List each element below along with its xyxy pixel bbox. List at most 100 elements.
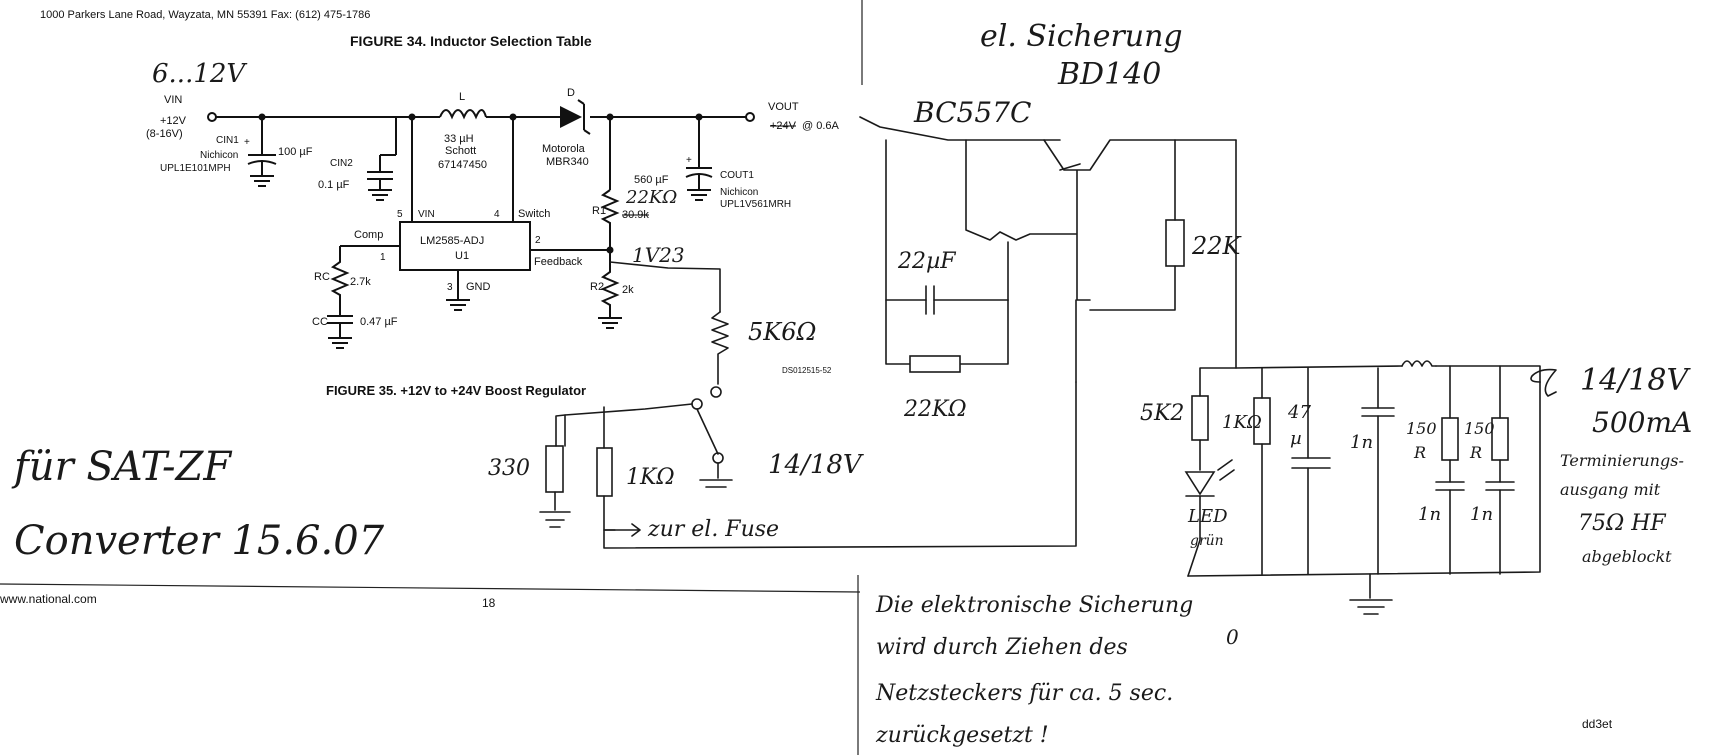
hand-r-added: 5K6Ω	[748, 318, 816, 346]
inductor-l	[439, 109, 487, 120]
vout-label: VOUT	[768, 101, 799, 113]
hand-r22k-bottom-label: 22KΩ	[903, 397, 967, 422]
hand-r22k-bottom	[909, 355, 961, 373]
hand-switch-contact	[691, 398, 703, 410]
hand-fuse-arrow	[603, 523, 641, 537]
r2-value: 2k	[622, 284, 634, 296]
hand-fuse-title: el. Sicherung	[980, 19, 1183, 54]
cout-value: 560 µF	[634, 174, 669, 186]
cc-name: CC	[312, 316, 328, 328]
hand-bd140-base	[1059, 163, 1081, 171]
hand-bd140: BD140	[1057, 57, 1161, 92]
diode-d	[560, 106, 582, 128]
ground-symbol	[699, 479, 733, 488]
hand-r5k6-resistor	[711, 311, 729, 385]
hand-r5k2	[1191, 395, 1209, 441]
ic-lm2585	[399, 221, 531, 271]
r2-resistor	[600, 250, 620, 318]
pin-gnd-num: 3	[447, 282, 453, 293]
hand-note-line2: Converter 15.6.07	[14, 518, 385, 564]
hand-r150-b-label: 150	[1464, 419, 1495, 438]
hand-330-top-wire	[555, 414, 566, 447]
hand-bottom-mark: 0	[1226, 625, 1239, 649]
hand-r1-new: 22KΩ	[625, 187, 677, 208]
pin-gnd: GND	[466, 281, 491, 293]
page-bottom-rule	[0, 583, 861, 593]
hand-r330	[545, 445, 564, 493]
hand-r1k	[596, 447, 613, 497]
pin-comp: Comp	[354, 229, 383, 241]
ground-symbol	[598, 317, 622, 329]
rc-resistor	[330, 246, 350, 316]
hand-led-text-b: grün	[1190, 533, 1224, 549]
signature: dd3et	[1582, 717, 1613, 731]
hand-cap1n-c: 1n	[1470, 504, 1493, 525]
ground-symbol	[328, 337, 352, 349]
hand-out-inductor	[1401, 360, 1437, 367]
vin-terminal	[207, 112, 217, 122]
hand-led-text-a: LED	[1187, 506, 1228, 527]
hand-r22k-right-lead	[1089, 265, 1176, 311]
hand-led-ground	[1187, 495, 1201, 577]
pin-comp-num: 1	[380, 252, 386, 263]
pin-feedback: Feedback	[534, 256, 583, 268]
hand-out-desc2: ausgang mit	[1560, 480, 1661, 499]
cin1-name: CIN1	[216, 135, 239, 146]
hand-switch-arm	[696, 408, 719, 455]
hand-fuse-input-rail	[859, 116, 1061, 141]
inductor-value: 33 µH	[444, 133, 474, 145]
pin-vin: VIN	[418, 209, 435, 220]
cout-name: COUT1	[720, 170, 754, 181]
hand-out-voltage: 14/18V	[1580, 363, 1691, 398]
vout-terminal	[745, 112, 755, 122]
rc-name: RC	[314, 271, 330, 283]
hand-cap1n-a: 1n	[1350, 432, 1373, 453]
hand-note-line1: für SAT-ZF	[11, 444, 232, 490]
hand-switch-contact	[710, 386, 722, 398]
hand-switch-left-wire	[564, 403, 693, 447]
cin1-value: 100 µF	[278, 146, 313, 158]
diode-part: MBR340	[546, 156, 589, 168]
pin-switch-num: 4	[494, 209, 500, 220]
cin2-name: CIN2	[330, 158, 353, 169]
hand-cap-22u: 22µF	[897, 249, 956, 274]
hand-r-sym-a: R	[1413, 443, 1426, 462]
hand-out-top-rail	[1235, 139, 1541, 383]
hand-r1k-b-label: 1KΩ	[1222, 412, 1262, 433]
hand-r22k-top: 22K	[1191, 232, 1243, 260]
hand-bc557-transistor	[965, 139, 1077, 241]
pin-feedback-num: 2	[535, 235, 541, 246]
vin-range: (8-16V)	[146, 128, 183, 140]
ground-symbol	[687, 189, 711, 201]
cin1-part: UPL1E101MPH	[160, 163, 231, 174]
hand-r1k-label: 1KΩ	[626, 465, 675, 490]
cout-plate-curved	[685, 173, 713, 178]
diode-brand: Motorola	[542, 143, 586, 155]
rc-value: 2.7k	[350, 276, 371, 288]
hand-cap47-a: 47	[1287, 402, 1311, 423]
hand-r150-a-label: 150	[1406, 419, 1437, 438]
cin1-plus: +	[244, 137, 250, 148]
vin-label: VIN	[164, 94, 182, 106]
hand-left-rail	[885, 139, 1009, 365]
inductor-brand: Schott	[445, 145, 476, 157]
cin1-plate-curved	[247, 160, 277, 165]
pin-vin-num: 5	[397, 209, 403, 220]
ground-symbol	[368, 189, 392, 201]
r1-resistor	[600, 189, 620, 250]
ground-symbol	[446, 299, 470, 311]
hand-cap47-b: µ	[1290, 428, 1302, 449]
hand-r-sym-b: R	[1469, 443, 1482, 462]
footer-url: www.national.com	[0, 592, 97, 606]
cout-brand: Nichicon	[720, 187, 758, 198]
r2-name: R2	[590, 281, 604, 293]
ground-symbol	[1349, 599, 1393, 615]
cout-plus: +	[686, 155, 692, 166]
header-address: 1000 Parkers Lane Road, Wayzata, MN 5539…	[40, 9, 370, 21]
hand-led-branch	[1199, 367, 1237, 397]
cin2-value: 0.1 µF	[318, 179, 350, 191]
doc-code: DS012515-52	[782, 366, 832, 375]
ic-name: LM2585-ADJ	[420, 235, 484, 247]
ground-symbol	[539, 511, 571, 528]
